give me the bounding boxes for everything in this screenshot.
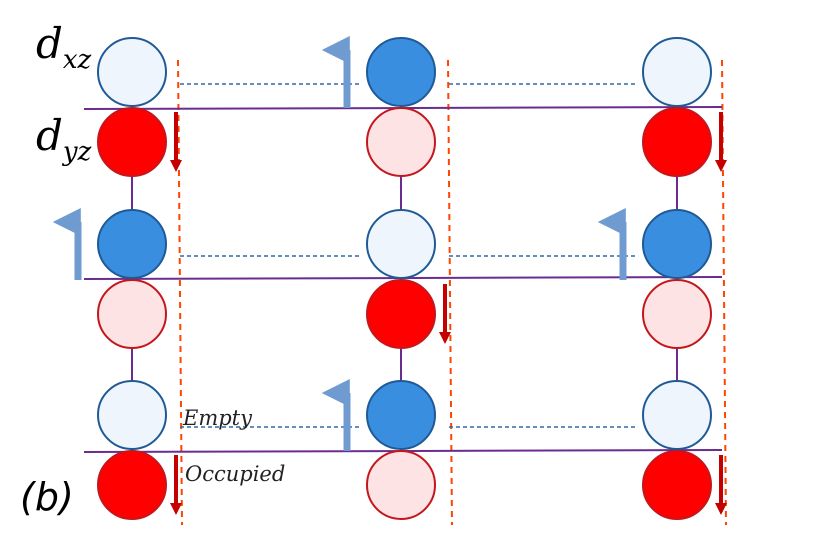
- orbital-dxz-occupied: [366, 37, 436, 107]
- orbital-dyz-empty: [366, 107, 436, 177]
- spin-arrows: [52, 36, 727, 515]
- chain-dividers: [177, 59, 727, 526]
- chain-divider: [447, 59, 453, 526]
- label-dxz: dxz: [36, 19, 92, 75]
- label-occupied: Occupied: [185, 462, 285, 486]
- spin-down-arrow-head: [439, 332, 451, 344]
- spin-down-arrow-head: [715, 503, 727, 515]
- orbital-dyz-occupied: [642, 450, 712, 520]
- orbital-dxz-empty: [642, 37, 712, 107]
- orbital-dyz-occupied: [97, 107, 167, 177]
- orbital-dyz-occupied: [97, 450, 167, 520]
- orbital-dxz-occupied: [642, 209, 712, 279]
- label-dyz: dyz: [36, 111, 92, 167]
- orbital-dxz-empty: [97, 37, 167, 107]
- label-empty: Empty: [182, 406, 253, 430]
- chain-divider: [177, 59, 183, 526]
- orbital-dyz-empty: [366, 450, 436, 520]
- orbital-dxz-empty: [97, 380, 167, 450]
- orbital-dyz-occupied: [366, 279, 436, 349]
- spin-down-arrow-head: [170, 503, 182, 515]
- orbital-dyz-occupied: [642, 107, 712, 177]
- orbital-dxz-empty: [366, 209, 436, 279]
- orbital-dxz-occupied: [366, 380, 436, 450]
- spin-down-arrow-head: [715, 160, 727, 172]
- spin-down-arrow-head: [170, 160, 182, 172]
- orbital-dxz-occupied: [97, 209, 167, 279]
- orbital-dyz-empty: [97, 279, 167, 349]
- dashed-links: [180, 83, 637, 428]
- orbital-dxz-empty: [642, 380, 712, 450]
- panel-label: (b): [20, 475, 74, 519]
- orbital-lattice: [97, 37, 712, 520]
- orbital-dyz-empty: [642, 279, 712, 349]
